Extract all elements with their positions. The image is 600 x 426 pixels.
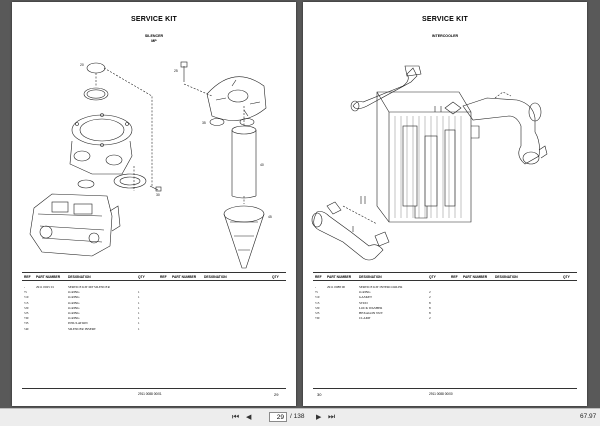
cell-designation: CLAMP [359, 316, 371, 321]
cell-part: 2911 0025 01 [36, 285, 55, 289]
prev-page-icon[interactable]: ◀ [246, 414, 252, 421]
page-subtitle-model: MP [151, 39, 157, 43]
cell-designation: SERVICE KIT MP SILENCER [68, 285, 110, 289]
cell-designation: SILENCER INSERT [68, 326, 96, 331]
cell-ref: •40 [24, 326, 29, 331]
cell-designation: HEXAGON NUT [359, 311, 383, 315]
page-number: 29 [274, 392, 279, 397]
callout-20: 20 [80, 63, 84, 67]
cell-ref: •10 [24, 295, 29, 300]
callout-35: 35 [202, 121, 206, 125]
header-designation-2: DESIGNATION [204, 275, 227, 279]
cell-ref: •35 [24, 321, 29, 326]
cell-designation: O-RING [68, 311, 80, 315]
header-designation-2: DESIGNATION [495, 275, 518, 279]
header-part-number: PART NUMBER [36, 275, 61, 279]
cell-part: 2911 0088 00 [327, 285, 346, 289]
cell-designation: O-RING [68, 305, 80, 310]
cell-qty: 1 [138, 321, 140, 326]
cell-ref: •20 [315, 305, 320, 310]
cell-qty: 1 [138, 295, 140, 300]
cell-qty: 1 [138, 311, 140, 315]
cell-ref: •10 [315, 295, 320, 300]
footer-code: 2911 0088 00/00 [429, 392, 453, 396]
cell-ref: •15 [24, 300, 29, 305]
last-page-icon[interactable]: ⏭ [328, 412, 336, 421]
document-viewer[interactable]: SERVICE KIT SILENCER MP [0, 0, 600, 408]
silencer-exploded-diagram: 20 25 35 40 30 45 [29, 61, 272, 269]
footer-code: 2911 0088 00/01 [138, 392, 162, 396]
page-title: SERVICE KIT [130, 16, 178, 23]
zoom-level[interactable]: 67.97 [580, 413, 597, 420]
page-29: SERVICE KIT SILENCER MP [12, 2, 296, 406]
cell-qty: 1 [138, 300, 140, 305]
first-page-icon[interactable]: ⏮ [232, 412, 240, 421]
callout-40: 40 [260, 163, 264, 167]
cell-qty: 2 [429, 290, 431, 295]
cell-qty: 8 [429, 311, 431, 315]
header-ref-2: REF [160, 275, 167, 279]
page-number: 30 [317, 392, 322, 397]
cell-ref: •20 [24, 305, 29, 310]
page-subtitle: INTERCOOLER [431, 34, 459, 38]
cell-designation: INSULATION [68, 321, 88, 326]
page-subtitle: SILENCER [144, 34, 164, 38]
header-qty-2: QTY [272, 275, 279, 279]
intercooler-exploded-diagram [311, 65, 548, 261]
cell-qty: 1 [138, 290, 140, 295]
cell-ref: •30 [24, 316, 29, 321]
cell-qty: 8 [429, 300, 431, 305]
header-part-number: PART NUMBER [327, 275, 352, 279]
page-total: / 138 [290, 413, 305, 420]
cell-ref: •5 [315, 290, 318, 295]
cell-ref: •25 [315, 311, 320, 315]
header-part-number-2: PART NUMBER [463, 275, 488, 279]
cell-designation: O-RING [68, 300, 80, 305]
page-title: SERVICE KIT [421, 16, 469, 23]
cell-designation: LOCK WASHER [359, 305, 383, 310]
cell-designation: STUD [359, 300, 368, 305]
cell-designation: GASKET [359, 295, 373, 300]
cell-qty: 1 [138, 305, 140, 310]
cell-qty: 8 [429, 305, 431, 310]
cell-ref: •25 [24, 311, 29, 315]
header-qty-2: QTY [563, 275, 570, 279]
cell-ref: •30 [315, 316, 320, 321]
cell-qty: 2 [429, 295, 431, 300]
cell-designation: O-RING [68, 295, 80, 300]
cell-ref: - [315, 285, 317, 289]
callout-25: 25 [174, 69, 178, 73]
header-ref: REF [24, 275, 31, 279]
cell-designation: O-RING [359, 290, 371, 295]
cell-designation: O-RING [68, 290, 80, 295]
callout-30: 30 [156, 193, 160, 197]
header-ref-2: REF [451, 275, 458, 279]
header-ref: REF [315, 275, 322, 279]
page-30: SERVICE KIT INTERCOOLER [303, 2, 587, 406]
callout-45: 45 [268, 215, 272, 219]
cell-ref: •15 [315, 300, 320, 305]
header-designation: DESIGNATION [68, 275, 91, 279]
cell-designation: SERVICE KIT INTERCOOLER [359, 285, 403, 289]
cell-qty: 1 [138, 326, 140, 331]
cell-ref: - [24, 285, 26, 289]
header-designation: DESIGNATION [359, 275, 382, 279]
page-number-input[interactable]: 29 [269, 412, 287, 422]
header-part-number-2: PART NUMBER [172, 275, 197, 279]
header-qty: QTY [138, 275, 145, 279]
cell-qty: 2 [429, 316, 431, 321]
cell-qty: 1 [138, 316, 140, 321]
cell-ref: •5 [24, 290, 27, 295]
header-qty: QTY [429, 275, 436, 279]
viewer-toolbar: ⏮ ◀ 29 / 138 ▶ ⏭ 67.97 [0, 408, 600, 426]
next-page-icon[interactable]: ▶ [316, 414, 322, 421]
cell-designation: O-RING [68, 316, 80, 321]
